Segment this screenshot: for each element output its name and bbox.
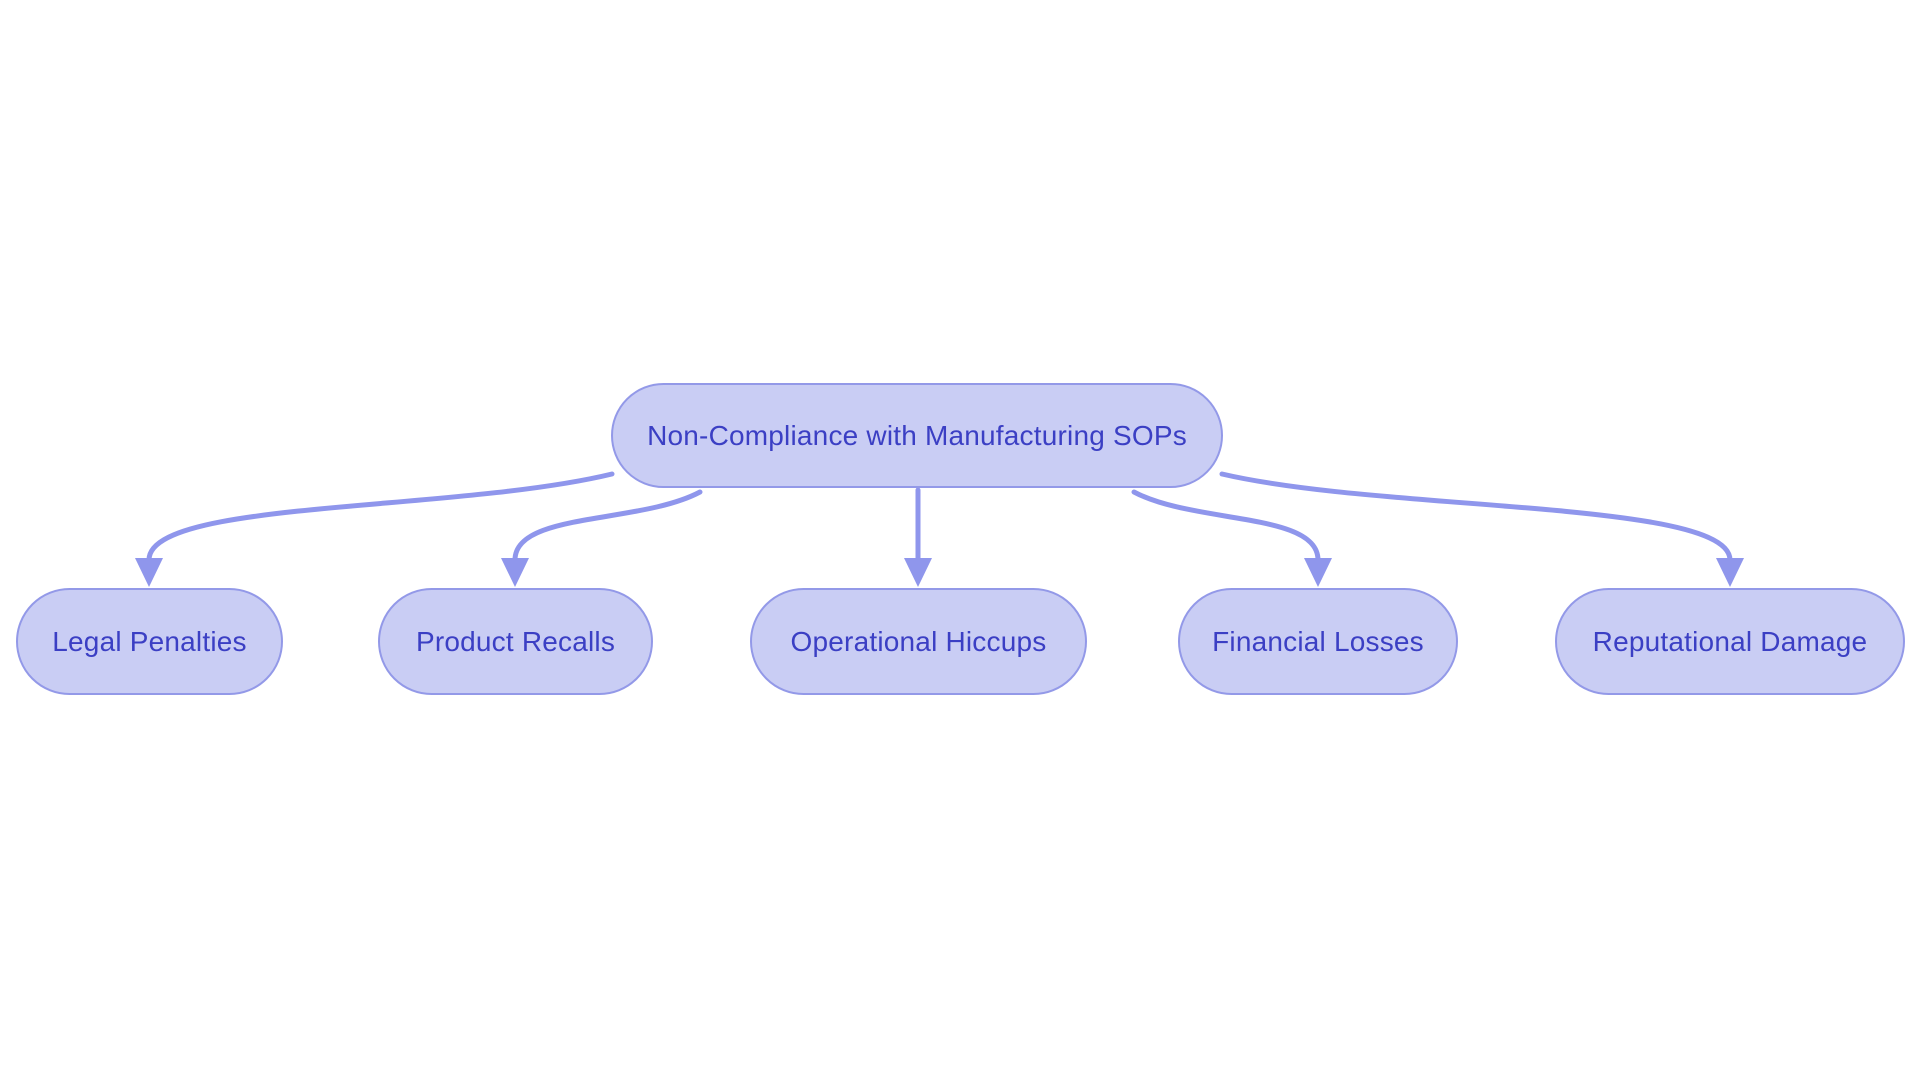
edge-root-to-product-recalls <box>512 489 703 563</box>
node-financial-losses-label: Financial Losses <box>1212 625 1424 657</box>
node-root: Non-Compliance with Manufacturing SOPs <box>611 383 1223 488</box>
arrowhead-icon <box>501 558 529 587</box>
node-product-recalls: Product Recalls <box>378 588 653 695</box>
edge-root-to-financial-losses <box>1131 489 1321 563</box>
arrowhead-icon <box>135 558 163 587</box>
edge-root-to-legal-penalties <box>146 471 615 563</box>
node-operational-hiccups-label: Operational Hiccups <box>790 625 1047 657</box>
node-legal-penalties: Legal Penalties <box>16 588 283 695</box>
node-reputational-damage-label: Reputational Damage <box>1592 625 1868 657</box>
node-reputational-damage: Reputational Damage <box>1555 588 1905 695</box>
arrowhead-icon <box>1716 558 1744 587</box>
node-root-label: Non-Compliance with Manufacturing SOPs <box>647 419 1187 451</box>
node-product-recalls-label: Product Recalls <box>415 625 616 657</box>
arrowhead-icon <box>904 558 932 587</box>
node-operational-hiccups: Operational Hiccups <box>750 588 1087 695</box>
arrowhead-icon <box>1304 558 1332 587</box>
node-financial-losses: Financial Losses <box>1178 588 1458 695</box>
node-legal-penalties-label: Legal Penalties <box>52 625 247 657</box>
edge-root-to-reputational-damage <box>1219 471 1733 563</box>
